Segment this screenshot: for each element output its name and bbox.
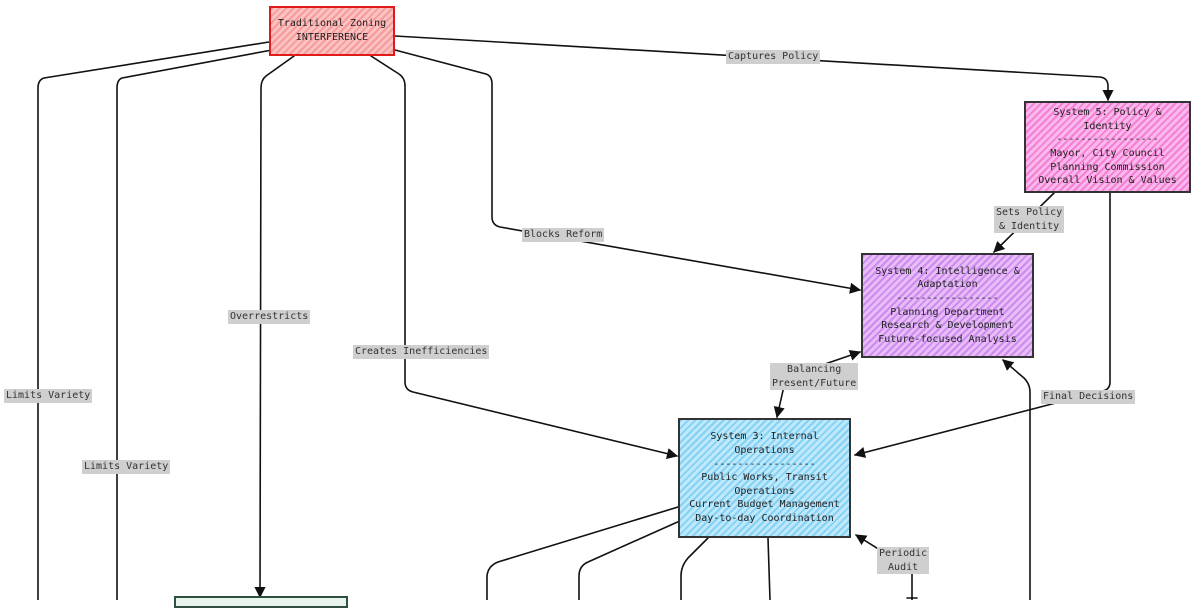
node-line: Current Budget Management [689,499,840,511]
edge-label-balancing: Balancing Present/Future [770,363,859,391]
edge-label-periodic-audit: Periodic Audit [877,547,930,575]
node-line: ----------------- [1056,134,1159,146]
edge-limits-variety-1 [37,41,270,600]
edge-label-overrestricts: Overrestricts [228,310,311,324]
node-system-3[interactable]: System 3: Internal Operations ----------… [678,418,851,538]
edge-blocks-reform [394,49,862,294]
node-line: Research & Development [881,320,1014,332]
node-line: ----------------- [896,292,999,304]
node-line: INTERFERENCE [295,32,369,43]
node-line: Traditional Zoning [277,18,387,30]
node-offscreen-partial[interactable] [174,596,348,608]
node-line: Future-focused Analysis [878,333,1017,345]
edge-s3-out-1 [486,506,679,600]
node-line: System 3: Internal [710,431,819,443]
node-line: Adaptation [917,279,978,291]
edge-label-creates-inefficiencies: Creates Inefficiencies [353,345,490,359]
edge-label-limits-variety-2: Limits Variety [82,460,171,474]
node-line: Public Works, Transit [701,472,828,484]
edge-label-sets-policy: Sets Policy & Identity [994,206,1065,234]
node-line: System 5: Policy & Identity [1053,107,1162,132]
node-line: Planning Department [890,306,1005,318]
edge-label-limits-variety-1: Limits Variety [4,389,93,403]
edge-label-captures-policy: Captures Policy [726,50,821,64]
node-line: System 4: Intelligence & [875,265,1020,277]
node-line: ----------------- [713,458,816,470]
node-traditional-zoning[interactable]: Traditional Zoning INTERFERENCE [269,6,395,56]
node-line: Operations [734,445,795,457]
node-line: Mayor, City Council [1050,148,1165,159]
edge-label-final-decisions: Final Decisions [1041,390,1136,404]
edge-limits-variety-2 [116,49,273,600]
node-system-4[interactable]: System 4: Intelligence & Adaptation ----… [861,253,1034,358]
node-line: Operations [734,485,795,497]
edge-overrestricts [254,55,295,599]
edge-s3-out-3 [680,537,709,600]
edge-s3-out-2 [578,519,683,600]
node-system-5[interactable]: System 5: Policy & Identity ------------… [1024,101,1191,193]
node-line: Planning Commission [1050,161,1165,173]
edge-to-system4-bottom [1002,359,1031,600]
node-line: Overall Vision & Values [1038,175,1177,187]
node-line: Day-to-day Coordination [695,512,834,524]
edge-s3-out-4 [767,537,771,600]
edge-label-blocks-reform: Blocks Reform [522,228,605,242]
edge-captures-policy [394,35,1114,102]
edge-creates-inefficiencies [370,55,679,460]
